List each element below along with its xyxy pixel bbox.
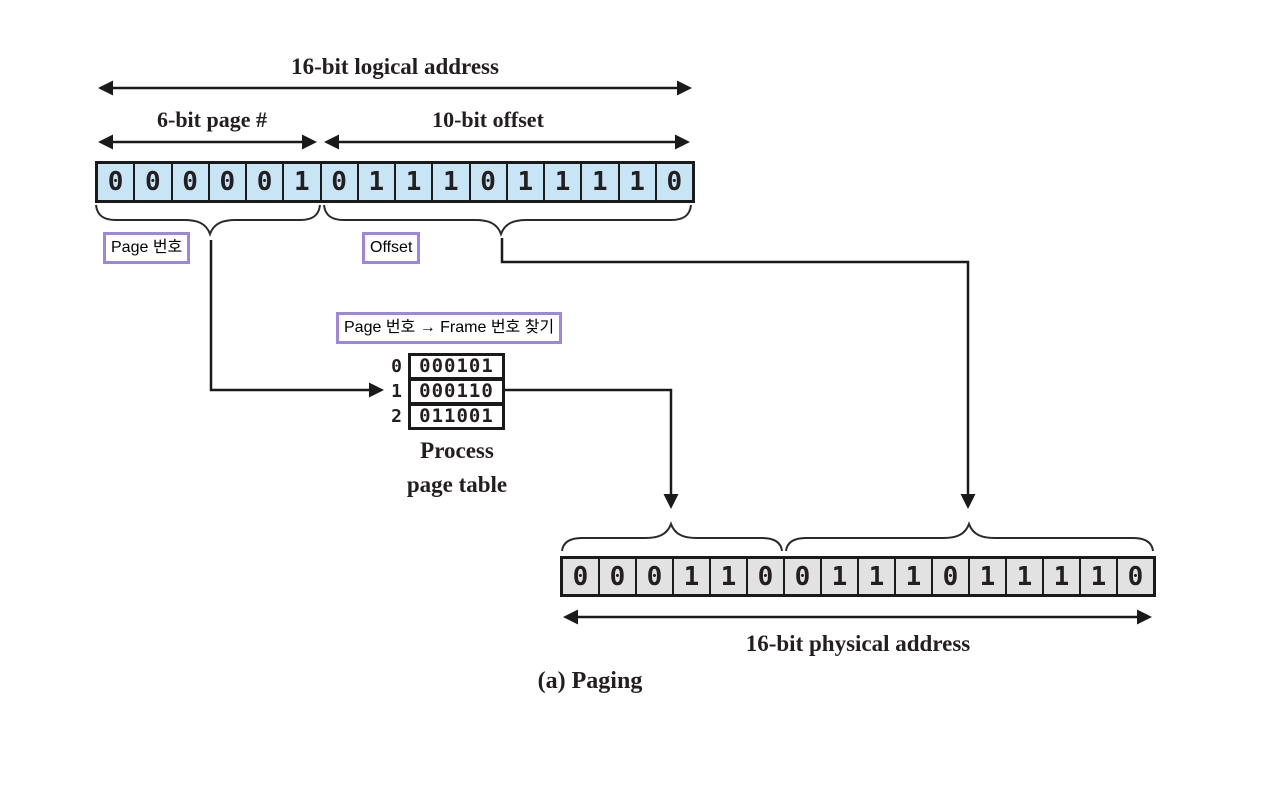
bit-cell: 0 <box>637 559 674 594</box>
bit-cell: 0 <box>247 164 285 200</box>
logical-address-title: 16-bit logical address <box>291 54 499 79</box>
bit-cell: 1 <box>433 164 471 200</box>
bit-cell: 1 <box>582 164 620 200</box>
page-table-frame-value: 000101 <box>408 353 505 380</box>
page-table-row-index: 0 <box>391 356 402 377</box>
page-table-frame-value: 000110 <box>408 378 505 405</box>
page-number-annotation: Page 번호 <box>103 232 191 264</box>
bit-cell: 1 <box>1081 559 1118 594</box>
physical-offset-brace <box>785 521 1154 552</box>
logical-offset-brace <box>323 204 692 237</box>
physical-frame-brace <box>561 521 783 552</box>
page-table-caption-line2: page table <box>406 472 508 497</box>
bit-cell: 1 <box>1007 559 1044 594</box>
page-field-label: 6-bit page # <box>157 107 267 132</box>
bit-cell: 0 <box>600 559 637 594</box>
bit-cell: 0 <box>209 164 247 200</box>
bit-cell: 1 <box>1044 559 1081 594</box>
process-page-table: 0 000101 1 000110 2 011001 <box>384 353 505 430</box>
page-table-row-index: 2 <box>391 406 402 427</box>
bit-cell: 0 <box>135 164 173 200</box>
page-table-frame-value: 011001 <box>408 403 505 430</box>
bit-cell: 1 <box>284 164 322 200</box>
figure-caption: (a) Paging <box>537 668 643 694</box>
page-number-to-table-arrow <box>209 240 384 398</box>
bit-cell: 0 <box>656 164 692 200</box>
bit-cell: 0 <box>748 559 785 594</box>
bit-cell: 1 <box>619 164 657 200</box>
bit-cell: 0 <box>933 559 970 594</box>
bit-cell: 1 <box>358 164 396 200</box>
bit-cell: 0 <box>563 559 600 594</box>
bit-cell: 1 <box>970 559 1007 594</box>
page-table-row-index: 1 <box>391 381 402 402</box>
bit-cell: 1 <box>396 164 434 200</box>
bit-cell: 1 <box>711 559 748 594</box>
bit-cell: 1 <box>674 559 711 594</box>
bit-cell: 1 <box>545 164 583 200</box>
bit-cell: 0 <box>470 164 508 200</box>
physical-address-title: 16-bit physical address <box>745 631 971 656</box>
page-table-row: 1 000110 <box>384 378 505 405</box>
page-table-row: 2 011001 <box>384 403 505 430</box>
offset-field-label: 10-bit offset <box>432 107 544 132</box>
bit-cell: 1 <box>896 559 933 594</box>
offset-annotation: Offset <box>362 232 421 264</box>
bit-cell: 1 <box>507 164 545 200</box>
bit-cell: 1 <box>859 559 896 594</box>
page-table-row: 0 000101 <box>384 353 505 380</box>
offset-to-physical-arrow <box>500 238 976 509</box>
bit-cell: 0 <box>172 164 210 200</box>
bit-cell: 0 <box>1118 559 1153 594</box>
logical-page-brace <box>95 204 321 237</box>
bit-cell: 0 <box>98 164 136 200</box>
page-table-caption-line1: Process <box>420 438 494 463</box>
bit-cell: 1 <box>822 559 859 594</box>
lookup-annotation: Page 번호 → Frame 번호 찾기 <box>336 312 563 344</box>
bit-cell: 0 <box>785 559 822 594</box>
bit-cell: 0 <box>321 164 359 200</box>
frame-to-physical-arrow <box>505 388 679 509</box>
